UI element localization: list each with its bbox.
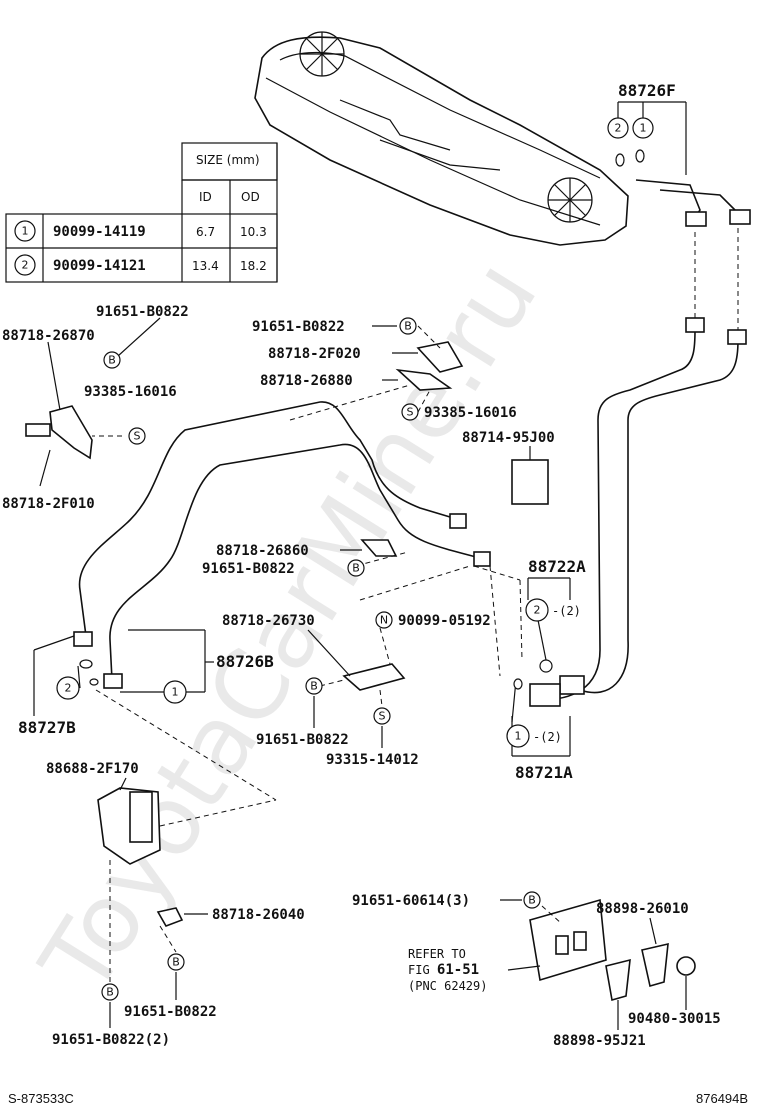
label-88688-2F170: 88688-2F170 xyxy=(46,761,139,777)
label-88718-26880: 88718-26880 xyxy=(260,373,353,389)
label-91651-B0822-2: 91651-B0822(2) xyxy=(52,1032,170,1048)
label-91651-60614: 91651-60614(3) xyxy=(352,893,470,909)
label-91651-B0822-a: 91651-B0822 xyxy=(96,304,189,320)
evaporator-unit-drawing xyxy=(254,31,629,246)
label-91651-B0822-c: 91651-B0822 xyxy=(202,561,295,577)
marker-B-2: B xyxy=(404,320,412,333)
marker-S-1: S xyxy=(134,430,141,443)
marker-1-88726B: 1 xyxy=(172,686,179,699)
row2-od: 18.2 xyxy=(240,259,267,273)
markers: 2 1 B S B S B N B S 1 2 2 1 B xyxy=(56,117,654,1001)
marker-B-6: B xyxy=(106,986,114,999)
size-table: SIZE (mm) ID OD 1 90099-14119 6.7 10.3 2… xyxy=(5,142,278,283)
marker-B-3: B xyxy=(352,562,360,575)
label-90480-30015: 90480-30015 xyxy=(628,1011,721,1027)
pipe-assemblies xyxy=(73,179,751,707)
pad-88714-95J00 xyxy=(511,459,549,505)
size-table-col-id: ID xyxy=(199,190,212,204)
marker-circle-1-88726F xyxy=(632,117,654,139)
marker-1-88726F: 1 xyxy=(640,122,647,135)
label-qty-88722A: -(2) xyxy=(552,604,581,618)
label-88898-95J21: 88898-95J21 xyxy=(553,1033,646,1049)
label-88721A: 88721A xyxy=(515,763,573,782)
small-parts xyxy=(25,341,696,1002)
marker-B-5: B xyxy=(172,956,180,969)
row1-marker: 1 xyxy=(22,225,29,238)
marker-S-2: S xyxy=(407,406,414,419)
size-table-col-od: OD xyxy=(241,190,260,204)
row1-od: 10.3 xyxy=(240,225,267,239)
leader-lines xyxy=(33,101,739,1030)
row2-marker: 2 xyxy=(22,259,29,272)
label-91651-B0822-e: 91651-B0822 xyxy=(124,1004,217,1020)
label-88722A: 88722A xyxy=(528,557,586,576)
marker-circle-2-88726F xyxy=(607,117,629,139)
label-88727B: 88727B xyxy=(18,718,76,737)
label-88718-26040: 88718-26040 xyxy=(212,907,305,923)
fitting-88722A xyxy=(559,675,585,695)
label-88718-2F020: 88718-2F020 xyxy=(268,346,361,362)
label-qty-88721A: -(2) xyxy=(533,730,562,744)
marker-2-88726F: 2 xyxy=(615,122,622,135)
label-91651-B0822-b: 91651-B0822 xyxy=(252,319,345,335)
row1-marker-circle xyxy=(14,220,36,242)
footer-right-code: 876494B xyxy=(696,1091,748,1106)
label-refer-to: REFER TO xyxy=(408,947,466,961)
label-88718-26730: 88718-26730 xyxy=(222,613,315,629)
label-refer-fig: FIG 61-51 xyxy=(408,962,479,978)
marker-2-88727B: 2 xyxy=(65,682,72,695)
row1-part-number: 90099-14119 xyxy=(53,224,146,240)
label-refer-pnc: (PNC 62429) xyxy=(408,979,487,993)
label-refer-fig-number: 61-51 xyxy=(437,962,479,978)
label-refer-fig-prefix: FIG xyxy=(408,963,437,977)
label-88726B: 88726B xyxy=(216,652,274,671)
marker-N: N xyxy=(380,614,388,627)
label-93385-16016-a: 93385-16016 xyxy=(84,384,177,400)
label-88714-95J00: 88714-95J00 xyxy=(462,430,555,446)
row1-id: 6.7 xyxy=(196,225,215,239)
row2-id: 13.4 xyxy=(192,259,219,273)
label-93385-16016-b: 93385-16016 xyxy=(424,405,517,421)
label-88718-2F010: 88718-2F010 xyxy=(2,496,95,512)
marker-1-88721A: 1 xyxy=(515,730,522,743)
label-93315-14012: 93315-14012 xyxy=(326,752,419,768)
label-88726F: 88726F xyxy=(618,81,676,100)
row2-part-number: 90099-14121 xyxy=(53,258,146,274)
part-labels: 88726F 91651-B0822 88718-26870 93385-160… xyxy=(2,81,721,1049)
footer-left-code: S-873533C xyxy=(8,1091,74,1106)
marker-2-88722A: 2 xyxy=(534,604,541,617)
row2-marker-circle xyxy=(14,254,36,276)
label-91651-B0822-d: 91651-B0822 xyxy=(256,732,349,748)
marker-B-4: B xyxy=(310,680,318,693)
label-90099-05192: 90099-05192 xyxy=(398,613,491,629)
label-88898-26010: 88898-26010 xyxy=(596,901,689,917)
fitting-88721A xyxy=(529,683,561,707)
marker-B-1: B xyxy=(108,354,116,367)
marker-B-7: B xyxy=(528,894,536,907)
label-88718-26870: 88718-26870 xyxy=(2,328,95,344)
label-88718-26860: 88718-26860 xyxy=(216,543,309,559)
size-table-header: SIZE (mm) xyxy=(196,153,260,167)
marker-S-3: S xyxy=(379,710,386,723)
